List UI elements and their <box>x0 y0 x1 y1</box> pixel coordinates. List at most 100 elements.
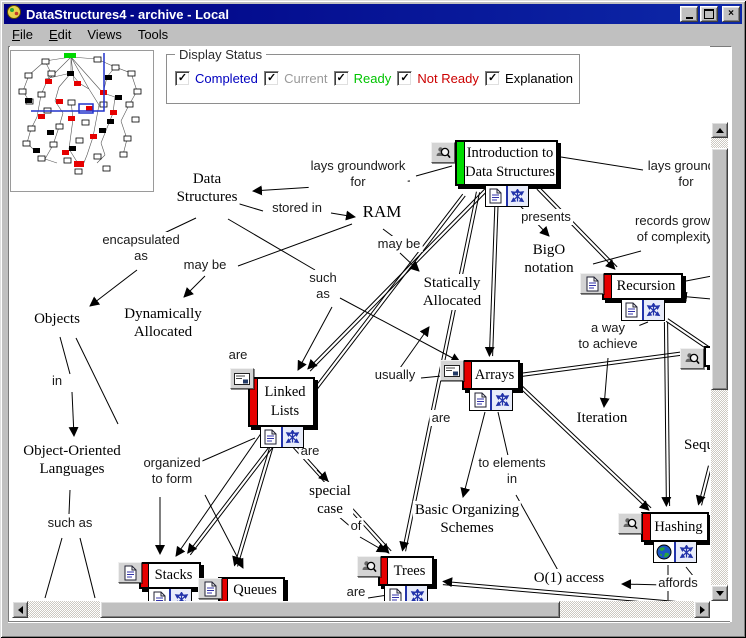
node-arrays[interactable]: Arrays <box>440 360 520 411</box>
document-icon[interactable] <box>385 586 405 601</box>
maximize-button[interactable] <box>700 6 718 22</box>
person-magnifier-icon[interactable] <box>680 348 704 369</box>
checkbox-completed[interactable]: ✓ <box>175 71 190 86</box>
concept-objects[interactable]: Objects <box>32 310 82 328</box>
map-icon[interactable] <box>674 542 696 562</box>
node-hashing[interactable]: Hashing <box>618 512 709 563</box>
concept-ram[interactable]: RAM <box>360 202 404 221</box>
scroll-left-button[interactable] <box>12 601 28 618</box>
concept-sequ[interactable]: Sequ <box>682 436 710 454</box>
node-label: Hashing <box>654 518 703 535</box>
note-icon[interactable] <box>230 368 254 389</box>
checkbox-not-ready[interactable]: ✓ <box>397 71 413 86</box>
node-queues[interactable]: Queues <box>198 577 285 601</box>
resource-tray <box>148 588 192 601</box>
link-usually[interactable]: usually <box>372 367 418 383</box>
status-bar <box>457 142 465 184</box>
map-icon[interactable] <box>280 427 303 447</box>
person-magnifier-icon[interactable] <box>431 142 455 163</box>
document-icon[interactable] <box>470 390 490 410</box>
link-presents[interactable]: presents <box>519 209 573 225</box>
checkbox-explanation[interactable]: ✓ <box>485 71 501 86</box>
link-are[interactable]: are <box>226 347 250 363</box>
menu-views[interactable]: Views <box>87 27 122 42</box>
vertical-scroll-thumb[interactable] <box>711 148 728 390</box>
resource-tray <box>469 389 513 411</box>
document-icon[interactable] <box>580 273 604 294</box>
link-records-growth-of-complexity-i[interactable]: records growthof complexity i <box>633 213 710 245</box>
map-icon[interactable] <box>490 390 512 410</box>
document-icon[interactable] <box>260 427 281 447</box>
person-magnifier-icon[interactable] <box>618 513 642 534</box>
status-bar <box>604 275 612 298</box>
link-are[interactable]: are <box>429 410 453 426</box>
status-option-current: ✓Current <box>264 71 327 86</box>
document-icon[interactable] <box>485 186 506 206</box>
note-icon[interactable] <box>440 360 464 381</box>
link-may-be[interactable]: may be <box>375 236 423 252</box>
scroll-down-button[interactable] <box>711 585 728 601</box>
globe-icon[interactable] <box>654 542 674 562</box>
link-lays-groundw-for[interactable]: lays groundwfor <box>645 158 710 190</box>
horizontal-scroll-thumb[interactable] <box>100 601 560 618</box>
status-bar <box>464 362 472 388</box>
document-icon[interactable] <box>118 562 142 583</box>
node-label: Recursion <box>616 278 676 294</box>
minimap-overview[interactable] <box>10 50 154 192</box>
node-recursion[interactable]: Recursion <box>580 273 683 321</box>
scroll-up-button[interactable] <box>711 122 728 138</box>
document-icon[interactable] <box>149 589 169 601</box>
menu-edit[interactable]: Edit <box>48 27 72 42</box>
map-icon[interactable] <box>505 186 528 206</box>
person-magnifier-icon[interactable] <box>357 556 381 577</box>
node-trees[interactable]: Trees <box>357 556 434 601</box>
node-edge-partial[interactable] <box>680 346 710 369</box>
node-stacks[interactable]: Stacks <box>118 562 201 601</box>
map-icon[interactable] <box>641 300 664 320</box>
status-strip <box>8 621 730 634</box>
link-are[interactable]: are <box>344 584 368 600</box>
menu-tools[interactable]: Tools <box>137 27 169 42</box>
horizontal-scrollbar[interactable] <box>12 601 710 618</box>
window-title: DataStructures4 - archive - Local <box>26 6 230 22</box>
concept-iteration[interactable]: Iteration <box>574 409 630 427</box>
node-label: Queues <box>233 581 277 598</box>
map-icon[interactable] <box>169 589 191 601</box>
checkbox-current[interactable]: ✓ <box>264 71 280 86</box>
document-icon[interactable] <box>621 300 642 320</box>
menu-file[interactable]: File <box>12 27 33 42</box>
link-stored-in[interactable]: stored in <box>270 200 324 216</box>
concept-o-1-access[interactable]: O(1) access <box>531 569 607 587</box>
close-button[interactable]: × <box>722 6 740 22</box>
map-icon[interactable] <box>405 586 427 601</box>
scroll-right-button[interactable] <box>694 601 710 618</box>
document-icon[interactable] <box>198 578 222 599</box>
link-may-be[interactable]: may be <box>181 257 229 273</box>
checkbox-ready[interactable]: ✓ <box>333 71 349 86</box>
link-are[interactable]: are <box>298 443 322 459</box>
node-label: Arrays <box>474 366 515 383</box>
status-bar <box>220 579 228 601</box>
link-such-as[interactable]: such as <box>45 515 95 531</box>
status-label: Not Ready <box>417 71 479 86</box>
link-in[interactable]: in <box>49 373 65 389</box>
vertical-scrollbar[interactable] <box>711 122 728 601</box>
link-of[interactable]: of <box>348 518 364 534</box>
link-affords[interactable]: affords <box>656 575 700 591</box>
minimize-button[interactable] <box>680 6 698 22</box>
